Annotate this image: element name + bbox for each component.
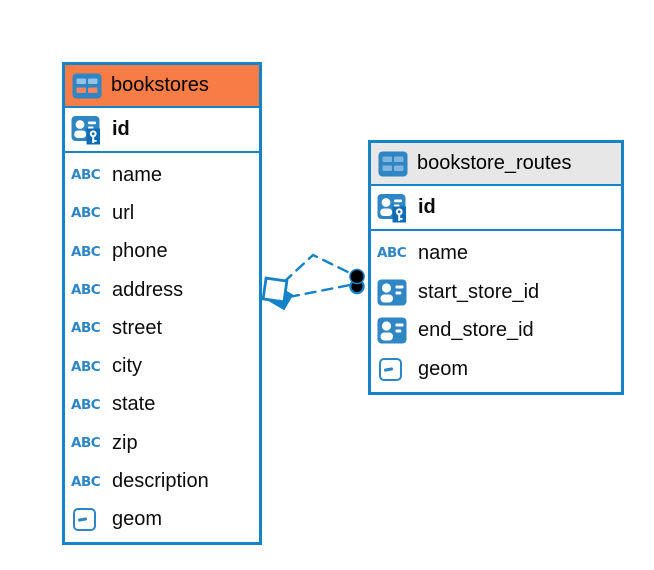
text-type-icon: ABC [71,205,101,222]
icon-slot [71,114,104,145]
primary-key-icon [377,194,406,223]
icon-slot [71,508,104,532]
icon-slot [377,358,410,382]
column-row[interactable]: end_store_id [371,312,621,351]
table-name: bookstore_routes [417,152,572,174]
column-label: address [112,278,184,301]
column-row[interactable]: ABC name [371,234,621,273]
column-row[interactable]: ABC street [65,309,259,347]
column-label: description [112,470,209,493]
column-row[interactable]: ABC city [65,347,259,385]
column-label: name [112,163,163,186]
relationship-line[interactable] [282,253,354,284]
column-row[interactable]: ABC address [65,271,259,309]
icon-slot: ABC [71,244,104,260]
column-label: phone [112,240,168,263]
column-label: state [112,393,156,416]
table-icon [72,73,102,98]
column-label: geom [418,358,469,381]
column-row[interactable]: ABC phone [65,233,259,271]
text-type-icon: ABC [377,245,407,262]
icon-slot: ABC [71,282,104,298]
text-type-icon: ABC [71,358,101,375]
icon-slot [377,317,410,344]
table-name: bookstores [111,74,209,96]
column-label: geom [112,508,163,531]
table-icon [378,151,408,176]
column-row[interactable]: ABC description [65,462,259,500]
icon-slot [377,192,410,223]
icon-slot: ABC [71,167,104,183]
many-end-diamond-marker[interactable] [261,276,294,311]
column-row[interactable]: ABC zip [65,424,259,462]
icon-slot [377,279,410,306]
table-header[interactable]: bookstores [65,65,259,108]
column-row[interactable]: geom [65,501,259,539]
column-row[interactable]: ABC state [65,386,259,424]
primary-key-label: id [112,118,130,140]
column-label: city [112,355,142,378]
icon-slot: ABC [71,320,104,336]
foreign-key-icon [377,279,407,306]
icon-slot: ABC [377,245,410,261]
column-label: zip [112,431,138,454]
icon-slot: ABC [71,397,104,413]
icon-slot: ABC [71,435,104,451]
column-label: end_store_id [418,319,534,342]
primary-key-label: id [418,196,436,218]
primary-key-row[interactable]: id [371,186,621,231]
column-row[interactable]: start_store_id [371,273,621,312]
text-type-icon: ABC [71,282,101,299]
icon-slot: ABC [71,474,104,490]
table-header[interactable]: bookstore_routes [371,143,621,186]
column-label: start_store_id [418,280,540,303]
text-type-icon: ABC [71,473,101,490]
column-label: street [112,316,163,339]
text-type-icon: ABC [71,243,101,260]
text-type-icon: ABC [71,167,101,184]
one-end-dot-marker[interactable] [349,268,365,295]
text-type-icon: ABC [71,320,101,337]
icon-slot: ABC [71,359,104,375]
text-type-icon: ABC [71,435,101,452]
text-type-icon: ABC [71,396,101,413]
column-row[interactable]: ABC url [65,194,259,232]
column-label: url [112,201,135,224]
primary-key-icon [71,116,100,145]
column-label: name [418,241,469,264]
column-row[interactable]: geom [371,350,621,389]
foreign-key-icon [377,317,407,344]
geometry-type-icon [73,508,96,532]
primary-key-row[interactable]: id [65,108,259,153]
icon-slot: ABC [71,205,104,221]
geometry-type-icon [379,358,402,382]
relationship-line[interactable] [287,283,352,299]
column-row[interactable]: ABC name [65,156,259,194]
